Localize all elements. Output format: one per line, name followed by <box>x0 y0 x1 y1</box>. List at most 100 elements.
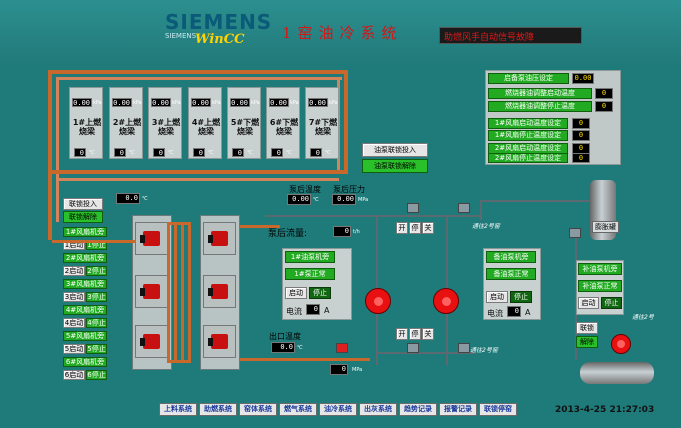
pump1-current-unit: A <box>324 306 330 315</box>
burner-cell-1[interactable]: 0.00 kPa 1#上燃烧梁 0 ℃ <box>69 87 103 159</box>
burner-cell-2[interactable]: 0.00 kPa 2#上燃烧梁 0 ℃ <box>109 87 143 159</box>
setting-value-1[interactable]: 0 <box>595 88 613 99</box>
post-pump-pressure-label: 泵后压力 <box>333 185 365 194</box>
burner-unit-1: kPa <box>93 100 102 106</box>
burner-temp-3: 0.00 <box>151 98 171 107</box>
setting-value-6[interactable]: 0 <box>572 153 590 163</box>
burner-cell-7[interactable]: 0.00 kPa 7#下燃烧梁 0 ℃ <box>305 87 339 159</box>
pipe-left-vert-inner <box>56 77 59 222</box>
nav-combustion[interactable]: 助燃系统 <box>199 403 237 416</box>
fan-stop-5[interactable]: 5停止 <box>86 344 107 354</box>
fan-local-4[interactable]: 4#风扇机旁 <box>63 305 107 315</box>
valve-open-button[interactable]: 开 <box>396 222 408 234</box>
fan-stop-6[interactable]: 6停止 <box>86 370 107 380</box>
valve2-open-button[interactable]: 开 <box>396 328 408 340</box>
burner-val-7: 0 <box>310 148 322 157</box>
fan-motor-6[interactable] <box>203 325 236 358</box>
fan-motor-5[interactable] <box>135 325 168 358</box>
nav-gas[interactable]: 燃气系统 <box>279 403 317 416</box>
setting-value-0[interactable]: 0.00 <box>572 73 594 84</box>
burner-label-6: 6#下燃烧梁 <box>269 118 299 136</box>
valve2-stop-button[interactable]: 停 <box>409 328 421 340</box>
valve-outlet[interactable] <box>336 343 348 353</box>
nav-trend[interactable]: 趋势记录 <box>399 403 437 416</box>
backup-start-button[interactable]: 启动 <box>486 291 508 303</box>
burner-val-3: 0 <box>153 148 165 157</box>
fan-stop-2[interactable]: 2停止 <box>86 266 107 276</box>
burner-cell-4[interactable]: 0.00 kPa 4#上燃烧梁 0 ℃ <box>188 87 222 159</box>
burner-unit-7: kPa <box>329 100 338 106</box>
nav-alarm-log[interactable]: 报警记录 <box>439 403 477 416</box>
fan-motor-3[interactable] <box>135 275 168 308</box>
pump1-stop-button[interactable]: 停止 <box>309 287 331 299</box>
refill-interlock-button[interactable]: 联锁 <box>576 322 598 334</box>
pump1-start-button[interactable]: 启动 <box>285 287 307 299</box>
backup-stop-button[interactable]: 停止 <box>510 291 532 303</box>
brand-small: SIEMENS <box>165 32 197 40</box>
fan-start-5[interactable]: 5启动 <box>63 344 85 354</box>
fan-start-3[interactable]: 3启动 <box>63 292 85 302</box>
fan-local-2[interactable]: 2#风扇机旁 <box>63 253 107 263</box>
nav-kiln-body[interactable]: 窑体系统 <box>239 403 277 416</box>
fan-start-2[interactable]: 2启动 <box>63 266 85 276</box>
coil-1 <box>167 222 170 362</box>
fan-interlock-off-button[interactable]: 联锁解除 <box>63 211 103 223</box>
fan-motor-1[interactable] <box>135 222 168 255</box>
fan-interlock-on-button[interactable]: 联锁投入 <box>63 198 103 210</box>
burner-cell-6[interactable]: 0.00 kPa 6#下燃烧梁 0 ℃ <box>266 87 300 159</box>
fan-local-6[interactable]: 6#风扇机旁 <box>63 357 107 367</box>
post-pump-pressure-unit: MPa <box>358 197 369 203</box>
nav-interlock-stop[interactable]: 联锁停窑 <box>479 403 517 416</box>
fan-stop-3[interactable]: 3停止 <box>86 292 107 302</box>
valve-top-2[interactable] <box>458 203 470 213</box>
burner-label-1: 1#上燃烧梁 <box>72 118 102 136</box>
fan-start-6[interactable]: 6启动 <box>63 370 85 380</box>
setting-label-6: 2#风扇停止温度设定 <box>488 153 568 163</box>
outlet-temp-unit: ℃ <box>297 345 303 351</box>
fan-local-3[interactable]: 3#风扇机旁 <box>63 279 107 289</box>
refill-start-button[interactable]: 启动 <box>578 297 599 309</box>
valve2-close-button[interactable]: 关 <box>422 328 434 340</box>
pipe-to-right <box>480 200 482 220</box>
setting-value-2[interactable]: 0 <box>595 101 613 112</box>
nav-oil-cooling[interactable]: 油冷系统 <box>319 403 357 416</box>
pipe-bottom-horiz <box>240 358 370 361</box>
valve-close-button[interactable]: 关 <box>422 222 434 234</box>
refill-release-button[interactable]: 解除 <box>576 336 598 348</box>
oil-pump-interlock-on-button[interactable]: 油泵联锁投入 <box>362 143 428 157</box>
oil-pump-interlock-off-button[interactable]: 油泵联锁解除 <box>362 159 428 173</box>
backup-local-button[interactable]: 备油泵机旁 <box>486 251 536 263</box>
refill-stop-button[interactable]: 停止 <box>601 297 622 309</box>
pipe-right-top <box>480 200 590 202</box>
burner-label-5: 5#下燃烧梁 <box>230 118 260 136</box>
valve-right-1[interactable] <box>569 228 581 238</box>
setting-value-3[interactable]: 0 <box>572 118 590 129</box>
valve-top-1[interactable] <box>407 203 419 213</box>
refill-pump-motor[interactable] <box>611 334 631 354</box>
valve-bottom-2[interactable] <box>458 343 470 353</box>
valve-bottom-1[interactable] <box>407 343 419 353</box>
fan-local-5[interactable]: 5#风扇机旁 <box>63 331 107 341</box>
fan-motor-4[interactable] <box>203 275 236 308</box>
alarm-banner[interactable]: 助燃风手自动信号故障 <box>439 27 582 44</box>
post-pump-temp-label: 泵后温度 <box>289 185 321 194</box>
burner-val-unit-4: ℃ <box>208 150 214 156</box>
product-text: WinCC <box>195 32 245 47</box>
coil-2 <box>174 222 177 362</box>
fan-start-4[interactable]: 4启动 <box>63 318 85 328</box>
valve-stop-button[interactable]: 停 <box>409 222 421 234</box>
nav-ash[interactable]: 出灰系统 <box>359 403 397 416</box>
fan-motor-2[interactable] <box>203 222 236 255</box>
burner-cell-5[interactable]: 0.00 kPa 5#下燃烧梁 0 ℃ <box>227 87 261 159</box>
oil-storage-tank <box>580 362 654 384</box>
pump1-local-button[interactable]: 1#油泵机旁 <box>285 251 335 263</box>
burner-cell-3[interactable]: 0.00 kPa 3#上燃烧梁 0 ℃ <box>148 87 182 159</box>
setting-value-4[interactable]: 0 <box>572 130 590 141</box>
fan-local-1[interactable]: 1#风扇机旁 <box>63 227 107 237</box>
pipe-top-inner <box>56 77 342 80</box>
fan-stop-4[interactable]: 4停止 <box>86 318 107 328</box>
refill-local-button[interactable]: 补油泵机旁 <box>578 263 622 275</box>
oil-pump-1[interactable] <box>365 288 391 314</box>
nav-feeding[interactable]: 上料系统 <box>159 403 197 416</box>
oil-pump-backup[interactable] <box>433 288 459 314</box>
